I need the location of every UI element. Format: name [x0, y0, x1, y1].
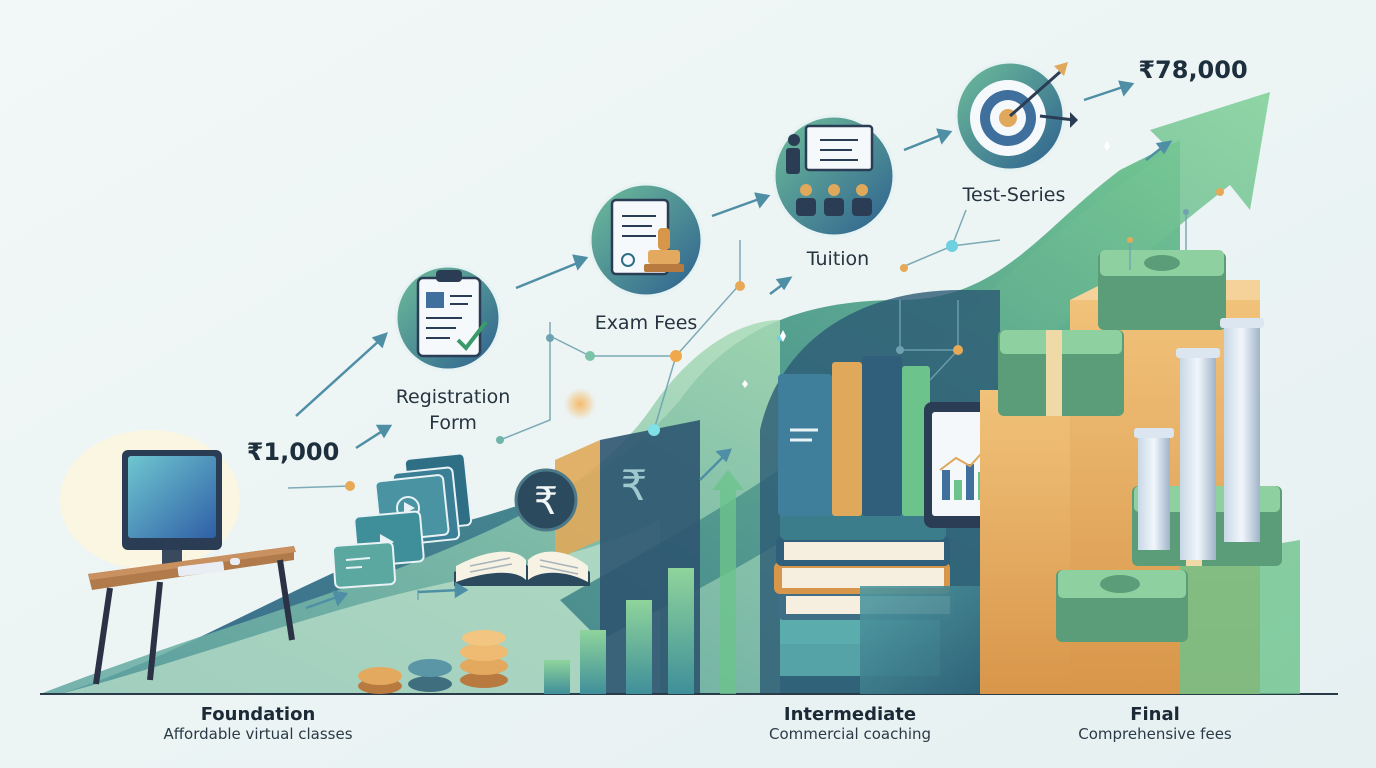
- step-label-test-series: Test-Series: [962, 184, 1066, 206]
- stage-intermediate: Intermediate Commercial coaching: [730, 704, 970, 743]
- video-lessons-icon: [331, 452, 473, 589]
- rupee-coin-icon: [514, 468, 578, 532]
- start-amount: ₹1,000: [246, 438, 340, 466]
- step-label-registration-line2: Form: [429, 412, 477, 434]
- step-label-registration-line1: Registration: [395, 386, 511, 408]
- stage-foundation-title: Foundation: [200, 704, 316, 725]
- clipboard-icon: [394, 264, 502, 372]
- sparkles: [742, 141, 1110, 388]
- rupee-panel-symbol: ₹: [621, 461, 648, 510]
- classroom-icon: [772, 114, 896, 238]
- step-label-exam-fees: Exam Fees: [594, 312, 698, 334]
- desk-computer-icon: [60, 430, 296, 685]
- end-amount: ₹78,000: [1138, 56, 1248, 84]
- coin-stack-icon: [358, 630, 508, 694]
- step-label-tuition: Tuition: [806, 248, 870, 270]
- growth-bars-icon: [544, 470, 744, 694]
- stage-foundation-subtitle: Affordable virtual classes: [163, 725, 353, 743]
- stage-final-title: Final: [1130, 704, 1180, 725]
- stage-foundation: Foundation Affordable virtual classes: [128, 704, 388, 743]
- stage-intermediate-subtitle: Commercial coaching: [768, 725, 932, 743]
- money-stacks-icon: [860, 250, 1300, 694]
- stage-final: Final Comprehensive fees: [1050, 704, 1260, 743]
- stage-intermediate-title: Intermediate: [783, 704, 917, 725]
- open-book-icon: [454, 551, 590, 586]
- stage-final-subtitle: Comprehensive fees: [1078, 725, 1232, 743]
- step-arrows: [295, 80, 1173, 610]
- target-icon: [954, 60, 1078, 172]
- document-stamp-icon: [588, 182, 704, 298]
- step-label-registration: Registration Form: [378, 384, 528, 436]
- network-dots: [345, 188, 1224, 491]
- network-connections: [287, 209, 1187, 600]
- rupee-coin-symbol: ₹: [534, 479, 558, 523]
